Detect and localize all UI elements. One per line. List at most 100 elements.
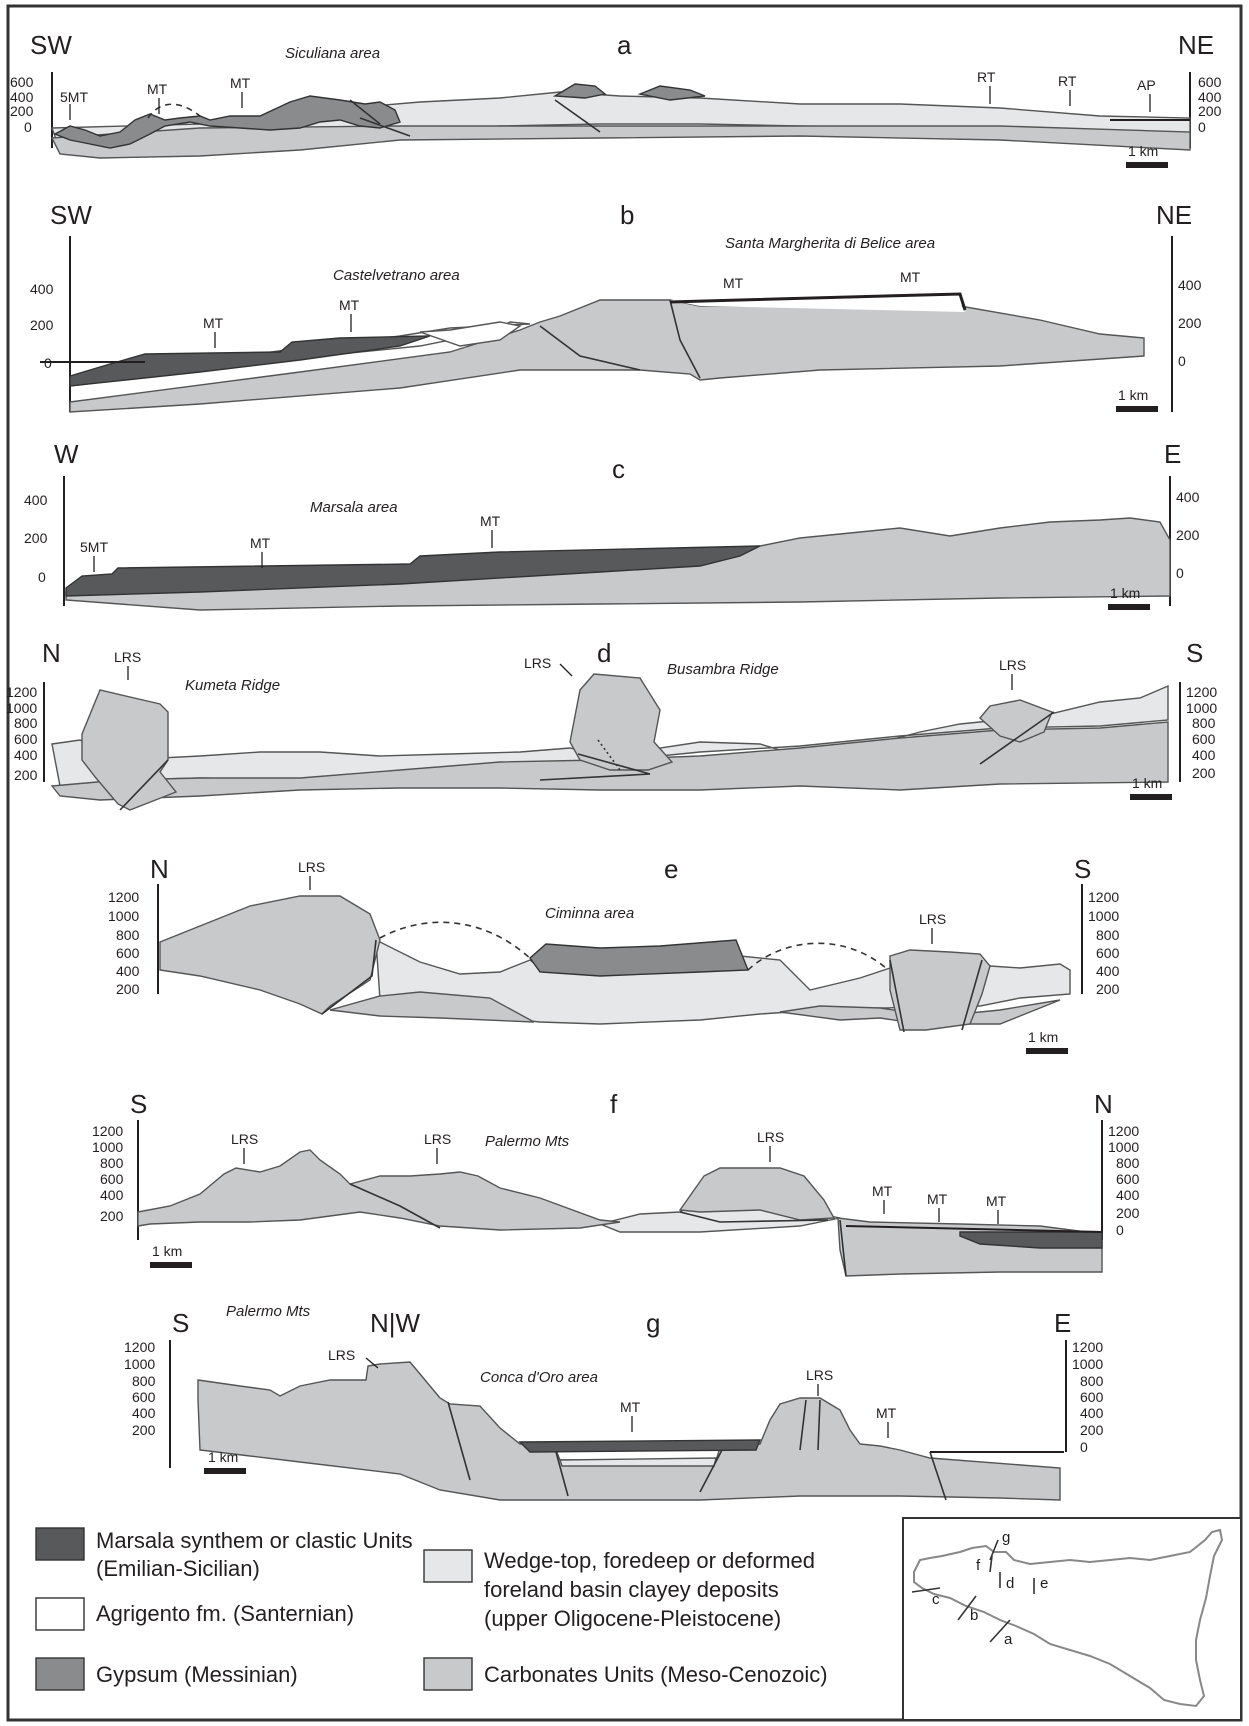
map-label-d: d [1006,1575,1014,1592]
tick-label: 600 [14,731,38,747]
section-f-right-ticks: 1200 1000 800 600 400 200 0 [1108,1123,1140,1238]
tick-label: 400 [132,1405,156,1421]
tick-label: 600 [10,74,34,90]
tick-label: 1000 [6,700,37,716]
section-c-label-mt: MT [480,513,501,529]
section-d-area-label-1: Kumeta Ridge [185,677,280,694]
section-e-left-direction: N [150,854,169,884]
carbonates-layer [52,126,1190,158]
section-c-left-direction: W [54,439,79,469]
section-a-label-mt: MT [147,81,168,97]
section-a-label-mt: MT [230,75,251,91]
carbonates-block-north [160,896,380,1014]
tick-label: 200 [1192,765,1216,781]
tick-label: 600 [116,945,140,961]
section-f-right-direction: N [1094,1089,1113,1119]
section-g-label-mt: MT [876,1405,897,1421]
section-c: W E c Marsala area 400 200 0 400 200 0 5… [24,439,1200,610]
section-g-label-mt: MT [620,1399,641,1415]
section-f-left-ticks: 1200 1000 800 600 400 200 [92,1123,124,1224]
tick-label: 800 [100,1155,124,1171]
legend-label-wedge-2: foreland basin clayey deposits [484,1577,779,1602]
section-f-label-lrs: LRS [757,1129,784,1145]
marsala-synthem-layer [520,1440,760,1452]
section-b-left-direction: SW [50,200,92,230]
section-a-right-ticks: 600 400 200 0 [1198,74,1222,135]
tick-label: 200 [1176,527,1200,543]
tick-label: 800 [132,1373,156,1389]
legend: Marsala synthem or clastic Units (Emilia… [36,1528,828,1690]
tick-label: 1200 [1088,889,1119,905]
section-e-scale-label: 1 km [1028,1029,1058,1045]
tick-label: 0 [1198,119,1206,135]
tick-label: 800 [1080,1373,1104,1389]
tick-label: 200 [1178,315,1202,331]
legend-swatch-agrigento [36,1598,84,1630]
section-b-area-label-2: Santa Margherita di Belice area [725,235,935,252]
legend-label-marsala-2: (Emilian-Sicilian) [96,1556,260,1581]
legend-label-wedge-1: Wedge-top, foredeep or deformed [484,1548,815,1573]
tick-label: 1200 [1108,1123,1139,1139]
section-g-label-lrs: LRS [806,1367,833,1383]
tick-label: 1200 [6,684,37,700]
legend-swatch-marsala [36,1528,84,1560]
section-c-area-label: Marsala area [310,499,398,516]
gypsum-body [530,940,748,976]
section-f-left-direction: S [130,1089,147,1119]
tick-label: 1200 [1072,1339,1103,1355]
section-g-left-direction: S [172,1308,189,1338]
section-f-scale-bar [150,1262,192,1268]
tick-label: 600 [1116,1171,1140,1187]
tick-label: 200 [30,317,54,333]
section-g-scale-label: 1 km [208,1449,238,1465]
section-c-right-ticks: 400 200 0 [1176,489,1200,581]
section-b-right-ticks: 400 200 0 [1178,277,1202,369]
section-e-area-label: Ciminna area [545,905,634,922]
carbonates-range-south [138,1150,620,1230]
tick-label: 400 [1192,747,1216,763]
section-a-label-ap: AP [1137,77,1156,93]
section-f-label-mt: MT [927,1191,948,1207]
section-e-right-ticks: 1200 1000 800 600 400 200 [1088,889,1120,997]
section-a-left-direction: SW [30,30,72,60]
section-b-right-direction: NE [1156,200,1192,230]
tick-label: 200 [24,530,48,546]
tick-label: 200 [10,103,34,119]
section-e-scale-bar [1026,1048,1068,1054]
section-d-right-direction: S [1186,638,1203,668]
section-e-letter: e [664,854,678,884]
section-c-scale-bar [1108,604,1150,610]
tick-label: 400 [116,963,140,979]
section-g-right-direction: E [1054,1308,1071,1338]
tick-label: 400 [24,492,48,508]
section-d-label-lrs: LRS [524,655,551,671]
section-e-label-lrs: LRS [919,911,946,927]
tick-label: 200 [100,1208,124,1224]
section-a: SW NE a Siculiana area 600 400 200 0 600… [10,30,1222,168]
tick-label: 1000 [1186,700,1217,716]
map-label-a: a [1004,1631,1013,1648]
tick-label: 400 [30,281,54,297]
tick-label: 1000 [1088,908,1119,924]
section-f-label-lrs: LRS [424,1131,451,1147]
tick-label: 600 [1080,1389,1104,1405]
tick-label: 1000 [1072,1356,1103,1372]
section-b-area-label-1: Castelvetrano area [333,267,460,284]
tick-label: 1000 [1108,1139,1139,1155]
section-e-right-direction: S [1074,854,1091,884]
legend-label-agrigento: Agrigento fm. (Santernian) [96,1601,354,1626]
legend-label-gypsum: Gypsum (Messinian) [96,1662,298,1687]
tick-label: 800 [14,715,38,731]
tick-label: 400 [100,1187,124,1203]
gypsum-cap-1 [555,84,605,98]
legend-label-marsala-1: Marsala synthem or clastic Units [96,1528,413,1553]
tick-label: 200 [1198,103,1222,119]
section-g-mid-direction: N|W [370,1308,421,1338]
tick-label: 0 [1116,1222,1124,1238]
section-a-left-ticks: 600 400 200 0 [10,74,34,135]
section-e: N S e Ciminna area 1200 1000 800 600 400… [108,854,1120,1054]
tick-label: 1000 [92,1139,123,1155]
tick-label: 1200 [108,889,139,905]
map-label-c: c [932,1591,940,1608]
tick-label: 200 [132,1422,156,1438]
